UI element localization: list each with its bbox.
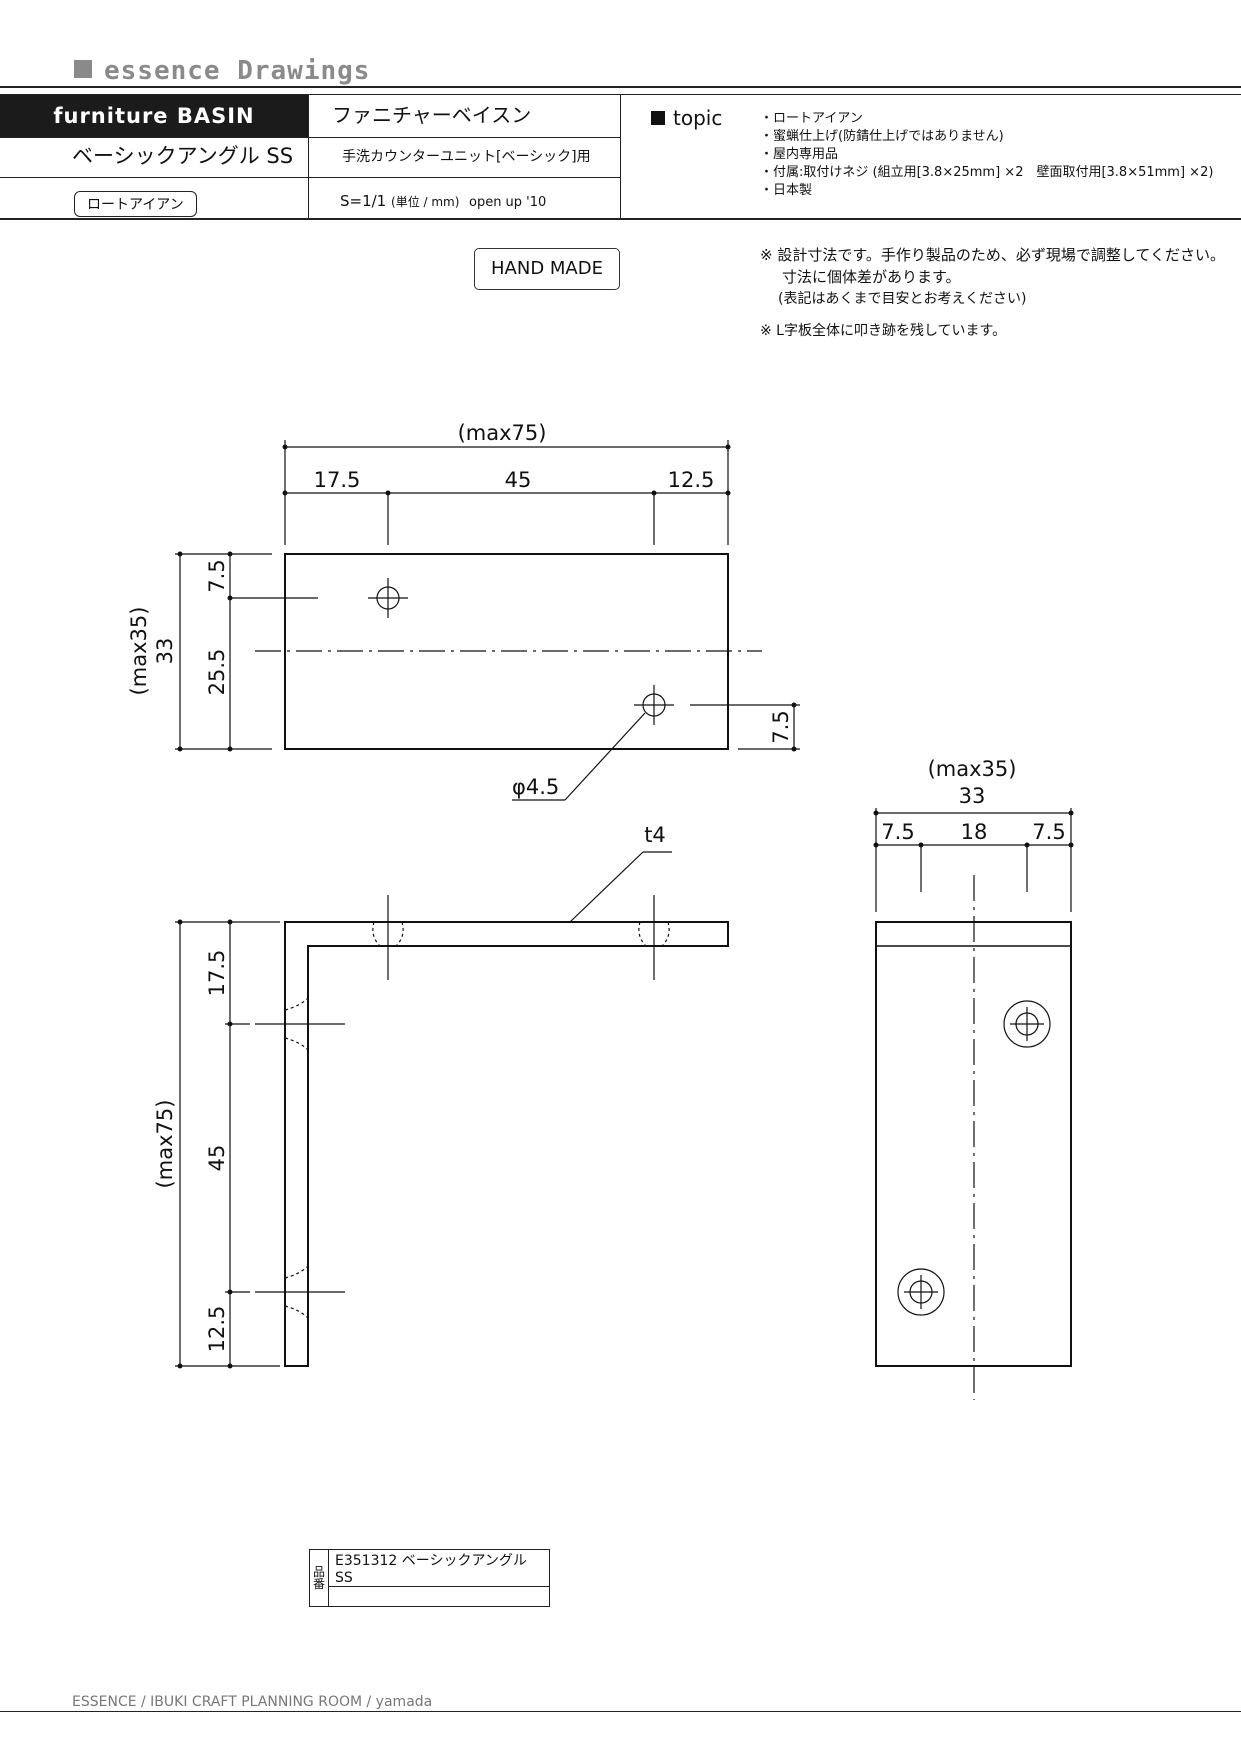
- note-line: (表記はあくまで目安とお考えください): [778, 291, 1027, 307]
- header-col-2: [620, 94, 621, 218]
- part-number-table: 品番 E351312 ベーシックアングルSS: [308, 1549, 551, 1607]
- scale-line: S=1/1 (単位 / mm) open up '10: [340, 192, 547, 210]
- thickness-leader: [569, 851, 644, 923]
- top-left-seg2-label: 25.5: [205, 649, 229, 696]
- topic-item: ・日本製: [760, 183, 813, 198]
- square-icon: [74, 60, 92, 78]
- usage-text: 手洗カウンターユニット[ベーシック]用: [342, 149, 591, 165]
- header-rule-3: [0, 137, 620, 138]
- brand-label: essence Drawings: [104, 56, 371, 86]
- part-blank: [328, 1586, 551, 1607]
- topic-title: topic: [673, 106, 723, 130]
- header-bottom-rule: [0, 218, 1241, 220]
- dim-dots: [177, 444, 1074, 1369]
- brand-title: essence Drawings: [74, 56, 370, 86]
- top-seg2-label: 45: [505, 468, 532, 492]
- topic-item: ・蜜蝋仕上げ(防錆仕上げではありません): [760, 129, 1004, 144]
- top-right-seg-label: 7.5: [769, 710, 793, 743]
- top-left-seg1-label: 7.5: [205, 559, 229, 592]
- top-left-overall-label: (max35): [127, 607, 151, 696]
- front-seg2-label: 45: [205, 1145, 229, 1172]
- part-label: 品番: [308, 1549, 330, 1607]
- top-view: [175, 440, 800, 801]
- hole-label: φ4.5: [512, 775, 559, 799]
- note-line: 寸法に個体差があります。: [782, 268, 961, 286]
- side-seg1-label: 7.5: [881, 820, 914, 844]
- side-seg2-label: 18: [961, 820, 988, 844]
- header-rule-4: [0, 177, 620, 178]
- thickness-label: t4: [644, 823, 666, 847]
- square-icon: [651, 111, 665, 125]
- series-title: furniture BASIN: [0, 95, 308, 137]
- open-date: open up '10: [468, 195, 547, 210]
- handmade-badge: HAND MADE: [474, 248, 620, 290]
- top-seg1-label: 17.5: [314, 468, 361, 492]
- note-line: ※ 設計寸法です。手作り製品のため、必ず現場で調整してください。: [760, 246, 1225, 264]
- topic-heading: topic: [651, 106, 722, 130]
- footer-text: ESSENCE / IBUKI CRAFT PLANNING ROOM / ya…: [72, 1694, 433, 1710]
- front-seg3-label: 12.5: [205, 1306, 229, 1353]
- header-col-1: [308, 94, 309, 218]
- material-badge: ロートアイアン: [74, 191, 197, 217]
- footer-rule: [0, 1711, 1241, 1712]
- l-profile: [284, 921, 729, 1367]
- top-left-sub-label: 33: [153, 638, 177, 665]
- header-top-rule: [0, 86, 1241, 88]
- front-view: [175, 851, 729, 1367]
- part-code: E351312 ベーシックアングルSS: [328, 1549, 551, 1587]
- unit: (単位 / mm): [391, 195, 460, 209]
- front-seg1-label: 17.5: [205, 950, 229, 997]
- side-hole-2: [897, 1268, 945, 1316]
- side-overall-label: (max35): [928, 757, 1017, 781]
- side-seg3-label: 7.5: [1032, 820, 1065, 844]
- topic-item: ・屋内専用品: [760, 147, 839, 162]
- side-sub-label: 33: [959, 784, 986, 808]
- hole-leader: [564, 712, 646, 801]
- topic-item: ・付属:取付けネジ (組立用[3.8×25mm] ×2 壁面取付用[3.8×51…: [760, 165, 1214, 180]
- scale: S=1/1: [340, 192, 387, 210]
- dim-labels: (max75) 17.5 45 12.5 (max35) 33 7.5 25.5…: [127, 421, 1066, 1352]
- product-name: ベーシックアングル SS: [72, 144, 294, 168]
- top-overall-label: (max75): [458, 421, 547, 445]
- topic-item: ・ロートアイアン: [760, 111, 863, 126]
- front-left-overall-label: (max75): [153, 1100, 177, 1189]
- topic-list: ・ロートアイアン ・蜜蝋仕上げ(防錆仕上げではありません) ・屋内専用品 ・付属…: [760, 110, 1213, 200]
- side-view: [875, 808, 1072, 1400]
- side-hole-1: [1003, 1000, 1051, 1048]
- note-line: ※ L字板全体に叩き跡を残しています。: [760, 323, 1007, 339]
- series-kana: ファニチャーベイスン: [332, 103, 532, 127]
- top-seg3-label: 12.5: [668, 468, 715, 492]
- notes: ※ 設計寸法です。手作り製品のため、必ず現場で調整してください。 寸法に個体差が…: [760, 244, 1225, 342]
